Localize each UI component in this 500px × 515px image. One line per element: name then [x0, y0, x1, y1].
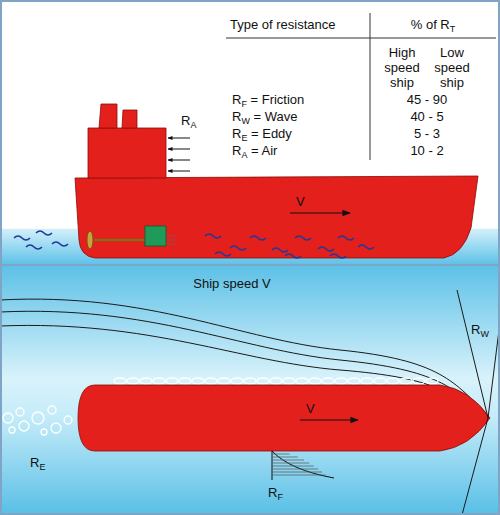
column-header: High speed ship	[378, 45, 426, 90]
table-rule	[370, 13, 371, 160]
table-cell: RE = Eddy	[232, 126, 292, 141]
table-cell: RW = Wave	[232, 109, 297, 124]
table-header: % of RT	[411, 17, 456, 32]
speed-label: V	[306, 401, 315, 416]
wave-mark	[295, 236, 311, 240]
wave-mark	[205, 234, 221, 238]
bow-wave-lines	[457, 290, 500, 515]
hatch-line	[272, 463, 309, 464]
wave-mark	[14, 236, 30, 240]
column-header: Low speed ship	[429, 45, 475, 90]
hatch-line	[272, 466, 314, 467]
table-cell: RF = Friction	[232, 92, 304, 107]
air-arrows	[168, 138, 190, 171]
wave-mark	[52, 242, 68, 246]
ship-hull	[75, 176, 478, 258]
foam-mark	[374, 378, 386, 384]
foam-mark	[192, 378, 204, 384]
wave-mark	[250, 236, 266, 240]
wave-mark	[358, 245, 374, 249]
foam-mark	[140, 378, 152, 384]
foam-mark	[244, 378, 256, 384]
resistance-label: RE	[30, 455, 45, 470]
engine	[145, 226, 166, 246]
propeller	[87, 231, 93, 249]
resistance-label: RA	[181, 113, 196, 128]
foam-mark	[270, 378, 282, 384]
engine-seat	[166, 236, 176, 244]
wave-mark	[36, 231, 52, 235]
hatch-line	[272, 475, 326, 476]
foam-mark	[179, 378, 191, 384]
foam-mark	[426, 378, 438, 384]
foam-mark	[257, 378, 269, 384]
eddy-mark	[32, 412, 44, 424]
wave-mark	[272, 248, 288, 252]
sea-plan	[0, 266, 500, 515]
foam-mark	[205, 378, 217, 384]
deckhouse	[88, 128, 166, 178]
hatch-line	[272, 457, 298, 458]
propeller-shaft	[94, 239, 146, 242]
foam-mark	[283, 378, 295, 384]
wave-mark	[330, 254, 346, 258]
wave-mark	[26, 245, 42, 249]
funnel	[122, 110, 137, 128]
eddy-mark	[16, 408, 24, 416]
hatch-line	[272, 469, 318, 470]
foam-mark	[361, 378, 373, 384]
foam-mark	[127, 378, 139, 384]
hatch-line	[272, 472, 322, 473]
eddy-mark	[41, 429, 47, 435]
foam-mark	[309, 378, 321, 384]
resistance-label: RW	[471, 322, 489, 337]
foam-mark	[153, 378, 165, 384]
table-cell: RA = Air	[232, 143, 277, 158]
foam-mark	[348, 378, 360, 384]
eddy-mark	[19, 421, 29, 431]
speed-arrow	[300, 419, 358, 420]
eddy-mark	[3, 413, 13, 423]
foam-mark	[166, 378, 178, 384]
hatch-line	[272, 454, 290, 455]
table-cell: 45 - 90	[407, 92, 447, 107]
foam-mark	[387, 378, 399, 384]
foam-mark	[335, 378, 347, 384]
speed-label: V	[296, 194, 305, 209]
wave-mark	[230, 246, 246, 250]
foam-mark	[296, 378, 308, 384]
ship-hull-plan	[78, 385, 490, 451]
foam-mark	[231, 378, 243, 384]
wave-marks	[14, 231, 374, 258]
table-cell: 10 - 2	[410, 143, 443, 158]
eddy-mark	[64, 416, 72, 424]
speed-arrow	[290, 212, 350, 213]
panel-divider	[0, 264, 500, 266]
table-rule	[226, 38, 496, 39]
foam-mark	[400, 378, 412, 384]
eddy-mark	[48, 406, 56, 414]
wave-mark	[338, 236, 354, 240]
wave-mark	[285, 254, 301, 258]
table-cell: 5 - 3	[414, 126, 440, 141]
foam-mark	[413, 378, 425, 384]
foam-mark	[218, 378, 230, 384]
table-header: Type of resistance	[230, 17, 336, 32]
friction-profile	[272, 451, 334, 480]
top-panel	[0, 0, 500, 264]
resistance-label: RF	[268, 485, 283, 500]
eddy-mark	[9, 427, 15, 433]
table-cell: 40 - 5	[410, 109, 443, 124]
foam-mark	[322, 378, 334, 384]
wave-mark	[215, 252, 231, 256]
hatch-line	[272, 460, 304, 461]
panel-heading: Ship speed V	[193, 276, 270, 291]
funnel	[99, 104, 117, 128]
eddy-mark	[51, 423, 61, 433]
wave-mark	[318, 247, 334, 251]
foam-mark	[114, 378, 126, 384]
